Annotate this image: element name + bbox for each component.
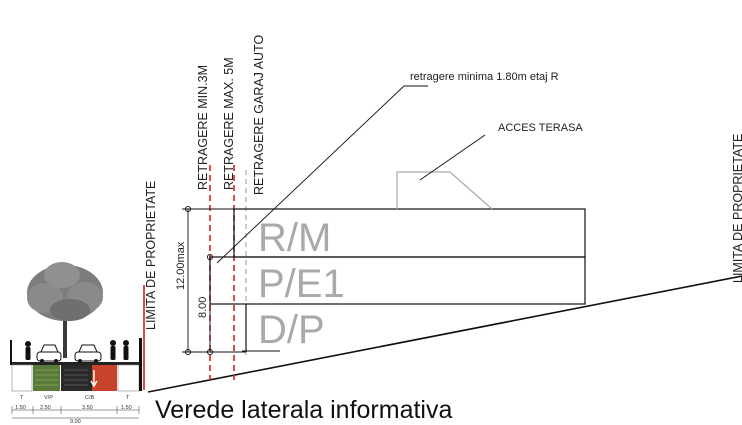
terrace-leader-line [419, 134, 486, 181]
car-icon [36, 344, 62, 363]
floor-label-rm: R/M [258, 216, 331, 260]
setback-min-label: RETRAGERE MIN.3M [196, 65, 210, 190]
sidewalk-left [11, 364, 33, 392]
width-label: 2.50 [40, 405, 51, 411]
zone-label: T [20, 395, 24, 401]
car-icon [74, 344, 102, 363]
width-label: 1.50 [15, 405, 26, 411]
sidewalk-right [117, 364, 140, 392]
road-surface [10, 362, 140, 365]
retragere-leader-line [216, 85, 405, 264]
property-limit-label: LIMITA DE PROPRIETATE [144, 181, 158, 330]
green-strip-hatch [35, 369, 58, 386]
terrace-access-label: ACCES TERASA [498, 122, 583, 134]
retragere-minima-label: retragere minima 1.80m etaj R [410, 71, 559, 83]
carriageway-stripes [64, 369, 88, 386]
height-8-label: 8.00 [197, 297, 209, 318]
width-label: 3.50 [82, 405, 93, 411]
fence-right [139, 338, 142, 391]
pedestrian-icon [110, 340, 116, 360]
height-dimensions [182, 205, 246, 356]
pedestrian-icon [123, 340, 129, 360]
width-label: 1.50 [121, 405, 132, 411]
zone-label: T [126, 395, 130, 401]
total-width-label: 9.00 [70, 419, 81, 425]
zone-label: C/B [85, 395, 95, 401]
diagram-caption: Verede laterala informativa [155, 396, 452, 424]
property-limit-right-label: LIMITA DE PROPRIETATE [731, 134, 742, 283]
pedestrian-icon [25, 341, 31, 360]
tree-icon [27, 262, 103, 358]
setback-max-label: RETRAGERE MAX. 5M [222, 57, 236, 190]
zone-label: V/P [44, 395, 53, 401]
arrow-down-icon [90, 370, 98, 388]
floor-label-pe1: P/E1 [258, 262, 345, 306]
ground-line [147, 275, 742, 393]
green-strip [33, 365, 60, 391]
floor-label-dp: D/P [258, 308, 325, 352]
brick-zone [92, 365, 117, 391]
terrace-access-outline [396, 171, 493, 210]
setback-garage-label: RETRAGERE GARAJ AUTO [252, 35, 266, 195]
height-max-label: 12.00max [175, 241, 187, 290]
fence-left [10, 340, 12, 365]
street-section: T V/P C/B T 1.50 2.50 3.50 1.50 9.00 [10, 262, 142, 425]
